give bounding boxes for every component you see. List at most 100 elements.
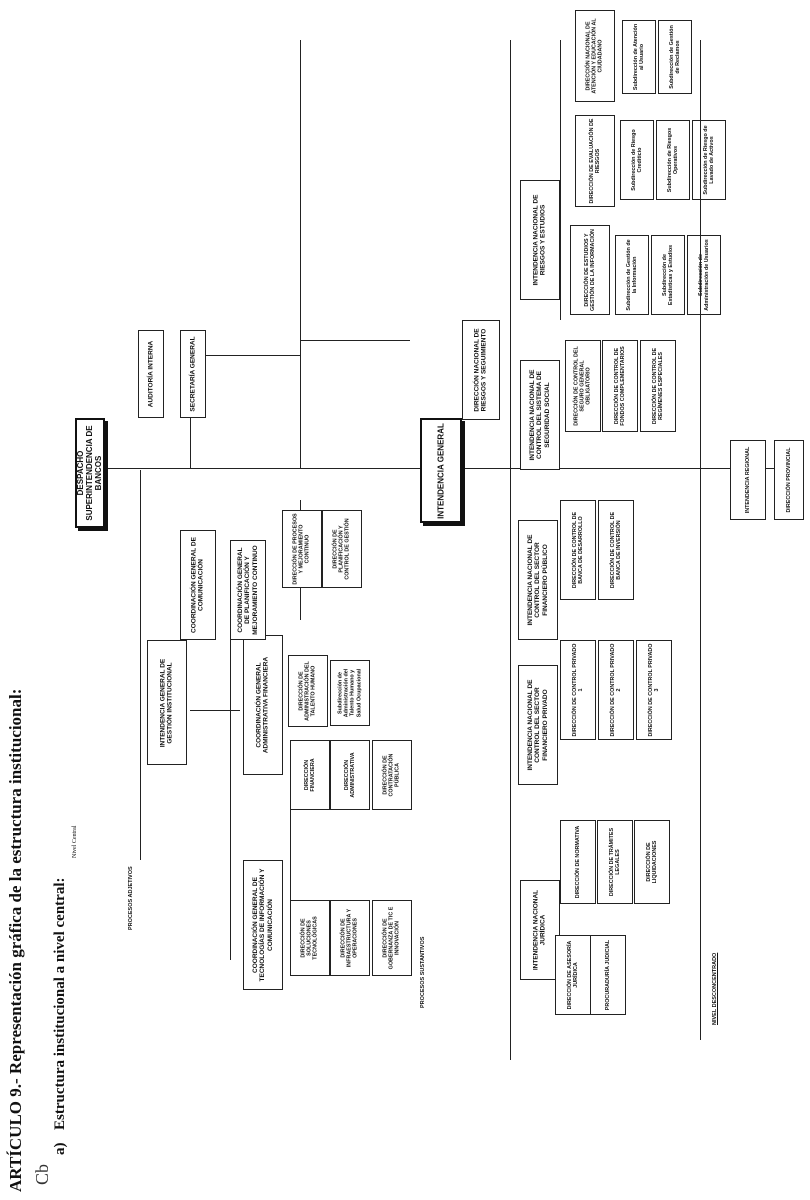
auditoria-box-label: AUDITORÍA INTERNA [147,340,155,408]
coord-planificacion-box: COORDINACIÓN GENERAL DE PLANIFICACIÓN Y … [230,540,266,640]
dir-liquidaciones-box: DIRECCIÓN DE LIQUIDACIONES [634,820,670,904]
small-note: Nivel Central [72,825,78,859]
sustantivos-label: PROCESOS SUSTANTIVOS [420,936,426,1008]
dir-atencion-box-label: DIRECCIÓN NACIONAL DE ATENCIÓN Y EDUCACI… [585,18,605,94]
coord-planificacion-box-label: COORDINACIÓN GENERAL DE PLANIFICACIÓN Y … [236,545,259,635]
sub-estadisticas-box-label: Subdirección de Estadísticas y Estudios [661,244,674,306]
subdir-talento-box-label: Subdirección de Administración del Talen… [337,668,363,718]
direccion-riesgos-box-label: DIRECCIÓN NACIONAL DE RIESGOS Y SEGUIMIE… [473,328,488,412]
coord-comunicacion-box: COORDINACIÓN GENERAL DE COMUNICACIÓN [180,530,216,640]
intendencia-gestion-box-label: INTENDENCIA GENERAL DE GESTIÓN INSTITUCI… [159,658,174,747]
dir-asesoria-box-label: DIRECCIÓN DE ASESORÍA JURÍDICA [566,940,579,1010]
dir-procesos-box-label: DIRECCIÓN DE PROCESOS Y MEJORAMIENTO CON… [292,513,312,585]
sub-informacion-box-label: Subdirección de Gestión de la Informació… [625,239,638,311]
sub-reclamos-box: Subdirección de Gestión de Reclamos [658,20,692,94]
dir-banca-inversion-box-label: DIRECCIÓN DE CONTROL DE BANCA DE INVERSI… [609,511,622,589]
coord-administrativa-box-label: COORDINACIÓN GENERAL ADMINISTRATIVA FINA… [255,656,270,754]
sub-operativos-box-label: Subdirección de Riesgos Operativos [666,127,679,193]
sustantivos-spine [509,470,511,1060]
dir-estudios-box-label: DIRECCIÓN DE ESTUDIOS Y GESTIÓN DE LA IN… [583,229,596,311]
dir-financiera-box: DIRECCIÓN FINANCIERA [290,740,330,810]
secretaria-box-label: SECRETARÍA GENERAL [189,336,197,412]
intendencia-publico-box: INTENDENCIA NACIONAL DE CONTROL DEL SECT… [518,520,558,640]
intendencia-privado-box: INTENDENCIA NACIONAL DE CONTROL DEL SECT… [518,665,558,785]
dir-asesoria-box: DIRECCIÓN DE ASESORÍA JURÍDICA [555,935,591,1015]
adjetivos-label: PROCESOS ADJETIVOS [128,866,134,930]
auditoria-box: AUDITORÍA INTERNA [138,330,164,418]
direccion-provincial-box-label: DIRECCIÓN PROVINCIAL [785,447,792,513]
secretaria-connector [300,339,410,341]
dir-privado2-box: DIRECCIÓN DE CONTROL PRIVADO 2 [598,640,634,740]
intendencia-seguridad-box-label: INTENDENCIA NACIONAL DE CONTROL DEL SIST… [528,369,551,461]
dir-evaluacion-box: DIRECCIÓN DE EVALUACIÓN DE RIESGOS [575,115,615,207]
dir-estudios-box: DIRECCIÓN DE ESTUDIOS Y GESTIÓN DE LA IN… [570,225,610,315]
subst-vertical [299,40,301,468]
dir-atencion-box: DIRECCIÓN NACIONAL DE ATENCIÓN Y EDUCACI… [575,10,615,102]
procuraduria-box-label: PROCURADURÍA JUDICIAL [604,939,611,1011]
gestion-vertical [229,550,231,960]
subheading: Estructura institucional a nivel central… [52,877,68,1130]
coord-administrativa-box: COORDINACIÓN GENERAL ADMINISTRATIVA FINA… [243,635,283,775]
sub-informacion-box: Subdirección de Gestión de la Informació… [615,235,649,315]
intendencia-riesgos-box-label: INTENDENCIA NACIONAL DE RIESGOS Y ESTUDI… [532,194,547,286]
direccion-provincial-box: DIRECCIÓN PROVINCIAL [774,440,804,520]
dir-evaluacion-box-label: DIRECCIÓN DE EVALUACIÓN DE RIESGOS [588,118,601,204]
intendencia-regional-box-label: INTENDENCIA REGIONAL [744,446,751,514]
dir-privado3-box: DIRECCIÓN DE CONTROL PRIVADO 3 [636,640,672,740]
intendencia-juridica-box-label: INTENDENCIA NACIONAL JURÍDICA [532,889,547,971]
sub-crediticio-box-label: Subdirección de Riesgo Crediticio [630,129,643,191]
dir-talento-box: DIRECCIÓN DE ADMINISTRACIÓN DEL TALENTO … [288,655,328,727]
dir-tramites-box-label: DIRECCIÓN DE TRÁMITES LEGALES [608,827,621,897]
sub-lavado-box: Subdirección de Riesgo de Lavado de Acti… [692,120,726,200]
dir-contratacion-box-label: DIRECCIÓN DE CONTRATACIÓN PÚBLICA [382,753,402,797]
subheading-prefix: a) [52,1142,68,1156]
procuraduria-box: PROCURADURÍA JUDICIAL [590,935,626,1015]
desconcentrado-spine [699,40,701,1040]
dir-infraestructura-box: DIRECCIÓN DE INFRAESTRUCTURA Y OPERACION… [330,900,370,976]
coord-tecnologia-box: COORDINACIÓN GENERAL DE TECNOLOGÍAS DE I… [243,860,283,990]
dir-administrativa-box: DIRECCIÓN ADMINISTRATIVA [330,740,370,810]
intendencia-general-box: INTENDENCIA GENERAL [420,418,462,523]
intendencia-privado-box-label: INTENDENCIA NACIONAL DE CONTROL DEL SECT… [526,679,549,771]
intendencia-gestion-box: INTENDENCIA GENERAL DE GESTIÓN INSTITUCI… [147,640,187,765]
dir-talento-box-label: DIRECCIÓN DE ADMINISTRACIÓN DEL TALENTO … [298,661,318,721]
direccion-riesgos-box: DIRECCIÓN NACIONAL DE RIESGOS Y SEGUIMIE… [462,320,500,420]
sub-estadisticas-box: Subdirección de Estadísticas y Estudios [651,235,685,315]
intendencia-regional-box: INTENDENCIA REGIONAL [730,440,766,520]
sub-atencion-usuario-box: Subdirección de Atención al Usuario [622,20,656,94]
dir-soluciones-box-label: DIRECCIÓN DE SOLUCIONES TECNOLÓGICAS [300,916,320,960]
auditoria-connector [190,354,300,356]
dir-normativa-box: DIRECCIÓN DE NORMATIVA [560,820,596,904]
intendencia-riesgos-box: INTENDENCIA NACIONAL DE RIESGOS Y ESTUDI… [520,180,560,300]
sub-atencion-usuario-box-label: Subdirección de Atención al Usuario [632,23,645,91]
intendencia-seguridad-box: INTENDENCIA NACIONAL DE CONTROL DEL SIST… [520,360,560,470]
dir-privado2-box-label: DIRECCIÓN DE CONTROL PRIVADO 2 [609,643,622,737]
dir-fondos-box-label: DIRECCIÓN DE CONTROL DE FONDOS COMPLEMEN… [613,346,626,426]
sub-operativos-box: Subdirección de Riesgos Operativos [656,120,690,200]
despacho-box: DESPACHO SUPERINTENDENCIA DE BANCOS [75,418,105,528]
dir-banca-desarrollo-box-label: DIRECCIÓN DE CONTROL DE BANCA DE DESARRO… [571,511,584,589]
gestion-connector [190,709,240,711]
dir-tramites-box: DIRECCIÓN DE TRÁMITES LEGALES [597,820,633,904]
dir-seguro-general-box-label: DIRECCIÓN DE CONTROL DEL SEGURO GENERAL … [573,346,593,426]
dir-gobernanza-box-label: DIRECCIÓN DE GOBERNANZA DE TIC E INNOVAC… [382,906,402,970]
sub-reclamos-box-label: Subdirección de Gestión de Reclamos [668,25,681,89]
intendencia-publico-box-label: INTENDENCIA NACIONAL DE CONTROL DEL SECT… [526,534,549,626]
coord-tecnologia-box-label: COORDINACIÓN GENERAL DE TECNOLOGÍAS DE I… [251,868,274,982]
dir-planificacion-box-label: DIRECCIÓN DE PLANIFICACIÓN Y CONTROL DE … [332,518,352,580]
dir-seguro-general-box: DIRECCIÓN DE CONTROL DEL SEGURO GENERAL … [565,340,601,432]
riesgos-vertical [559,40,561,320]
sub-crediticio-box: Subdirección de Riesgo Crediticio [620,120,654,200]
sub-lavado-box-label: Subdirección de Riesgo de Lavado de Acti… [702,125,715,195]
dir-procesos-box: DIRECCIÓN DE PROCESOS Y MEJORAMIENTO CON… [282,510,322,588]
dir-regimenes-box-label: DIRECCIÓN DE CONTROL DE REGÍMENES ESPECI… [651,347,664,425]
dir-liquidaciones-box-label: DIRECCIÓN DE LIQUIDACIONES [645,840,658,884]
dir-planificacion-box: DIRECCIÓN DE PLANIFICACIÓN Y CONTROL DE … [322,510,362,588]
dir-privado1-box: DIRECCIÓN DE CONTROL PRIVADO 1 [560,640,596,740]
dir-privado3-box-label: DIRECCIÓN DE CONTROL PRIVADO 3 [647,643,660,737]
tec-vertical [289,770,291,960]
margin-mark: Cb [32,1163,52,1185]
adjetivos-spine [139,470,141,860]
subdir-talento-box: Subdirección de Administración del Talen… [330,660,370,726]
